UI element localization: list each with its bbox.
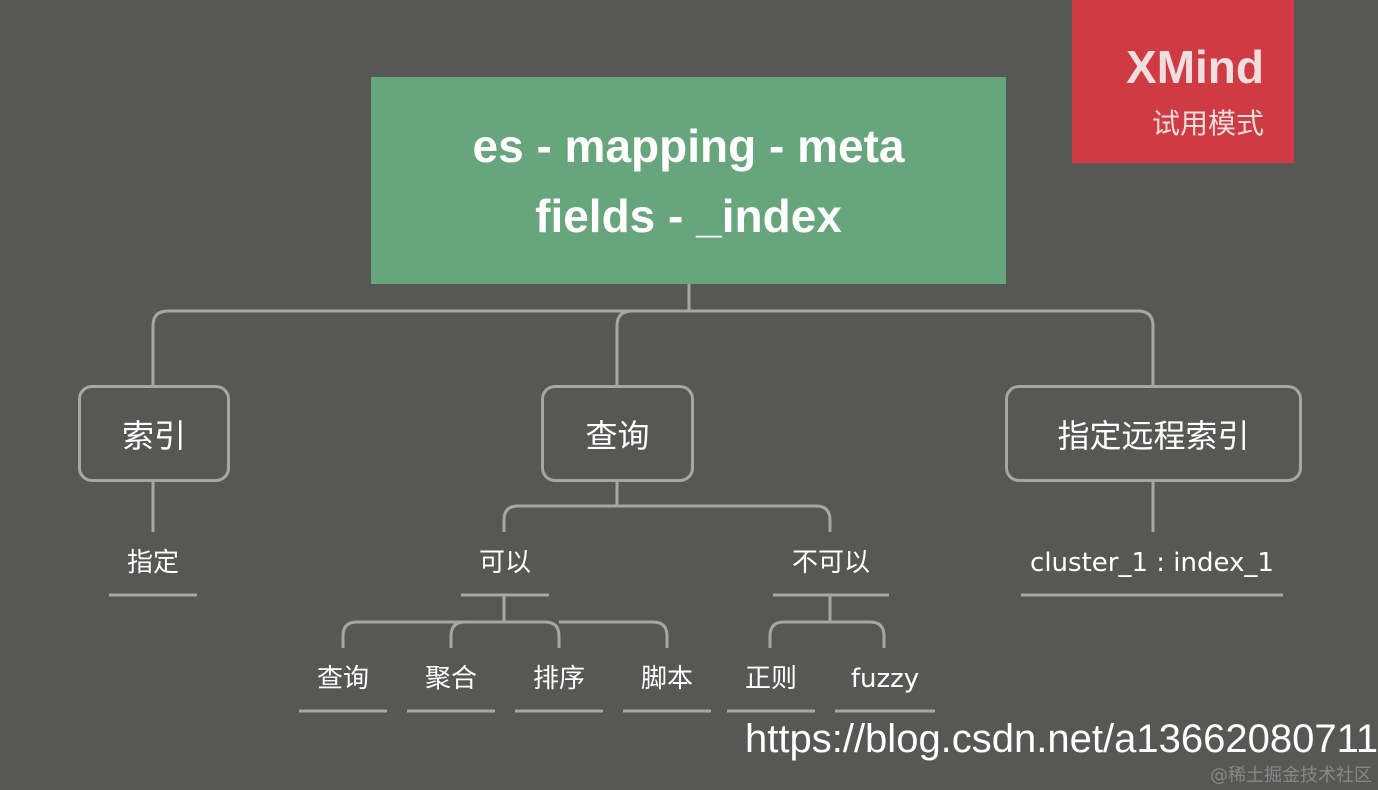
- trial-mode-label: 试用模式: [1151, 107, 1264, 140]
- topic-remote-index[interactable]: 指定远程索引: [1005, 385, 1302, 482]
- leaf-aggregation[interactable]: 聚合: [424, 664, 477, 694]
- xmind-logo: XMind: [1126, 41, 1264, 93]
- root-topic-label: es - mapping - meta fields - _index: [472, 119, 905, 242]
- topic-index[interactable]: 索引: [78, 385, 230, 482]
- root-topic[interactable]: es - mapping - meta fields - _index: [371, 77, 1006, 284]
- subtopic-can[interactable]: 可以: [478, 548, 531, 578]
- leaf-sort[interactable]: 排序: [532, 664, 585, 694]
- leaf-fuzzy[interactable]: fuzzy: [850, 664, 920, 694]
- topic-query[interactable]: 查询: [541, 385, 694, 482]
- leaf-regex[interactable]: 正则: [744, 664, 797, 694]
- subtopic-cannot[interactable]: 不可以: [791, 548, 870, 578]
- source-url-watermark: https://blog.csdn.net/a13662080711: [745, 717, 1378, 761]
- subtopic-cluster-index[interactable]: cluster_1 : index_1: [1030, 548, 1274, 578]
- xmind-trial-badge: XMind 试用模式: [1072, 0, 1294, 163]
- leaf-query[interactable]: 查询: [316, 664, 369, 694]
- subtopic-specify[interactable]: 指定: [126, 548, 179, 578]
- juejin-watermark: @稀土掘金技术社区: [1210, 765, 1372, 786]
- leaf-script[interactable]: 脚本: [640, 664, 693, 694]
